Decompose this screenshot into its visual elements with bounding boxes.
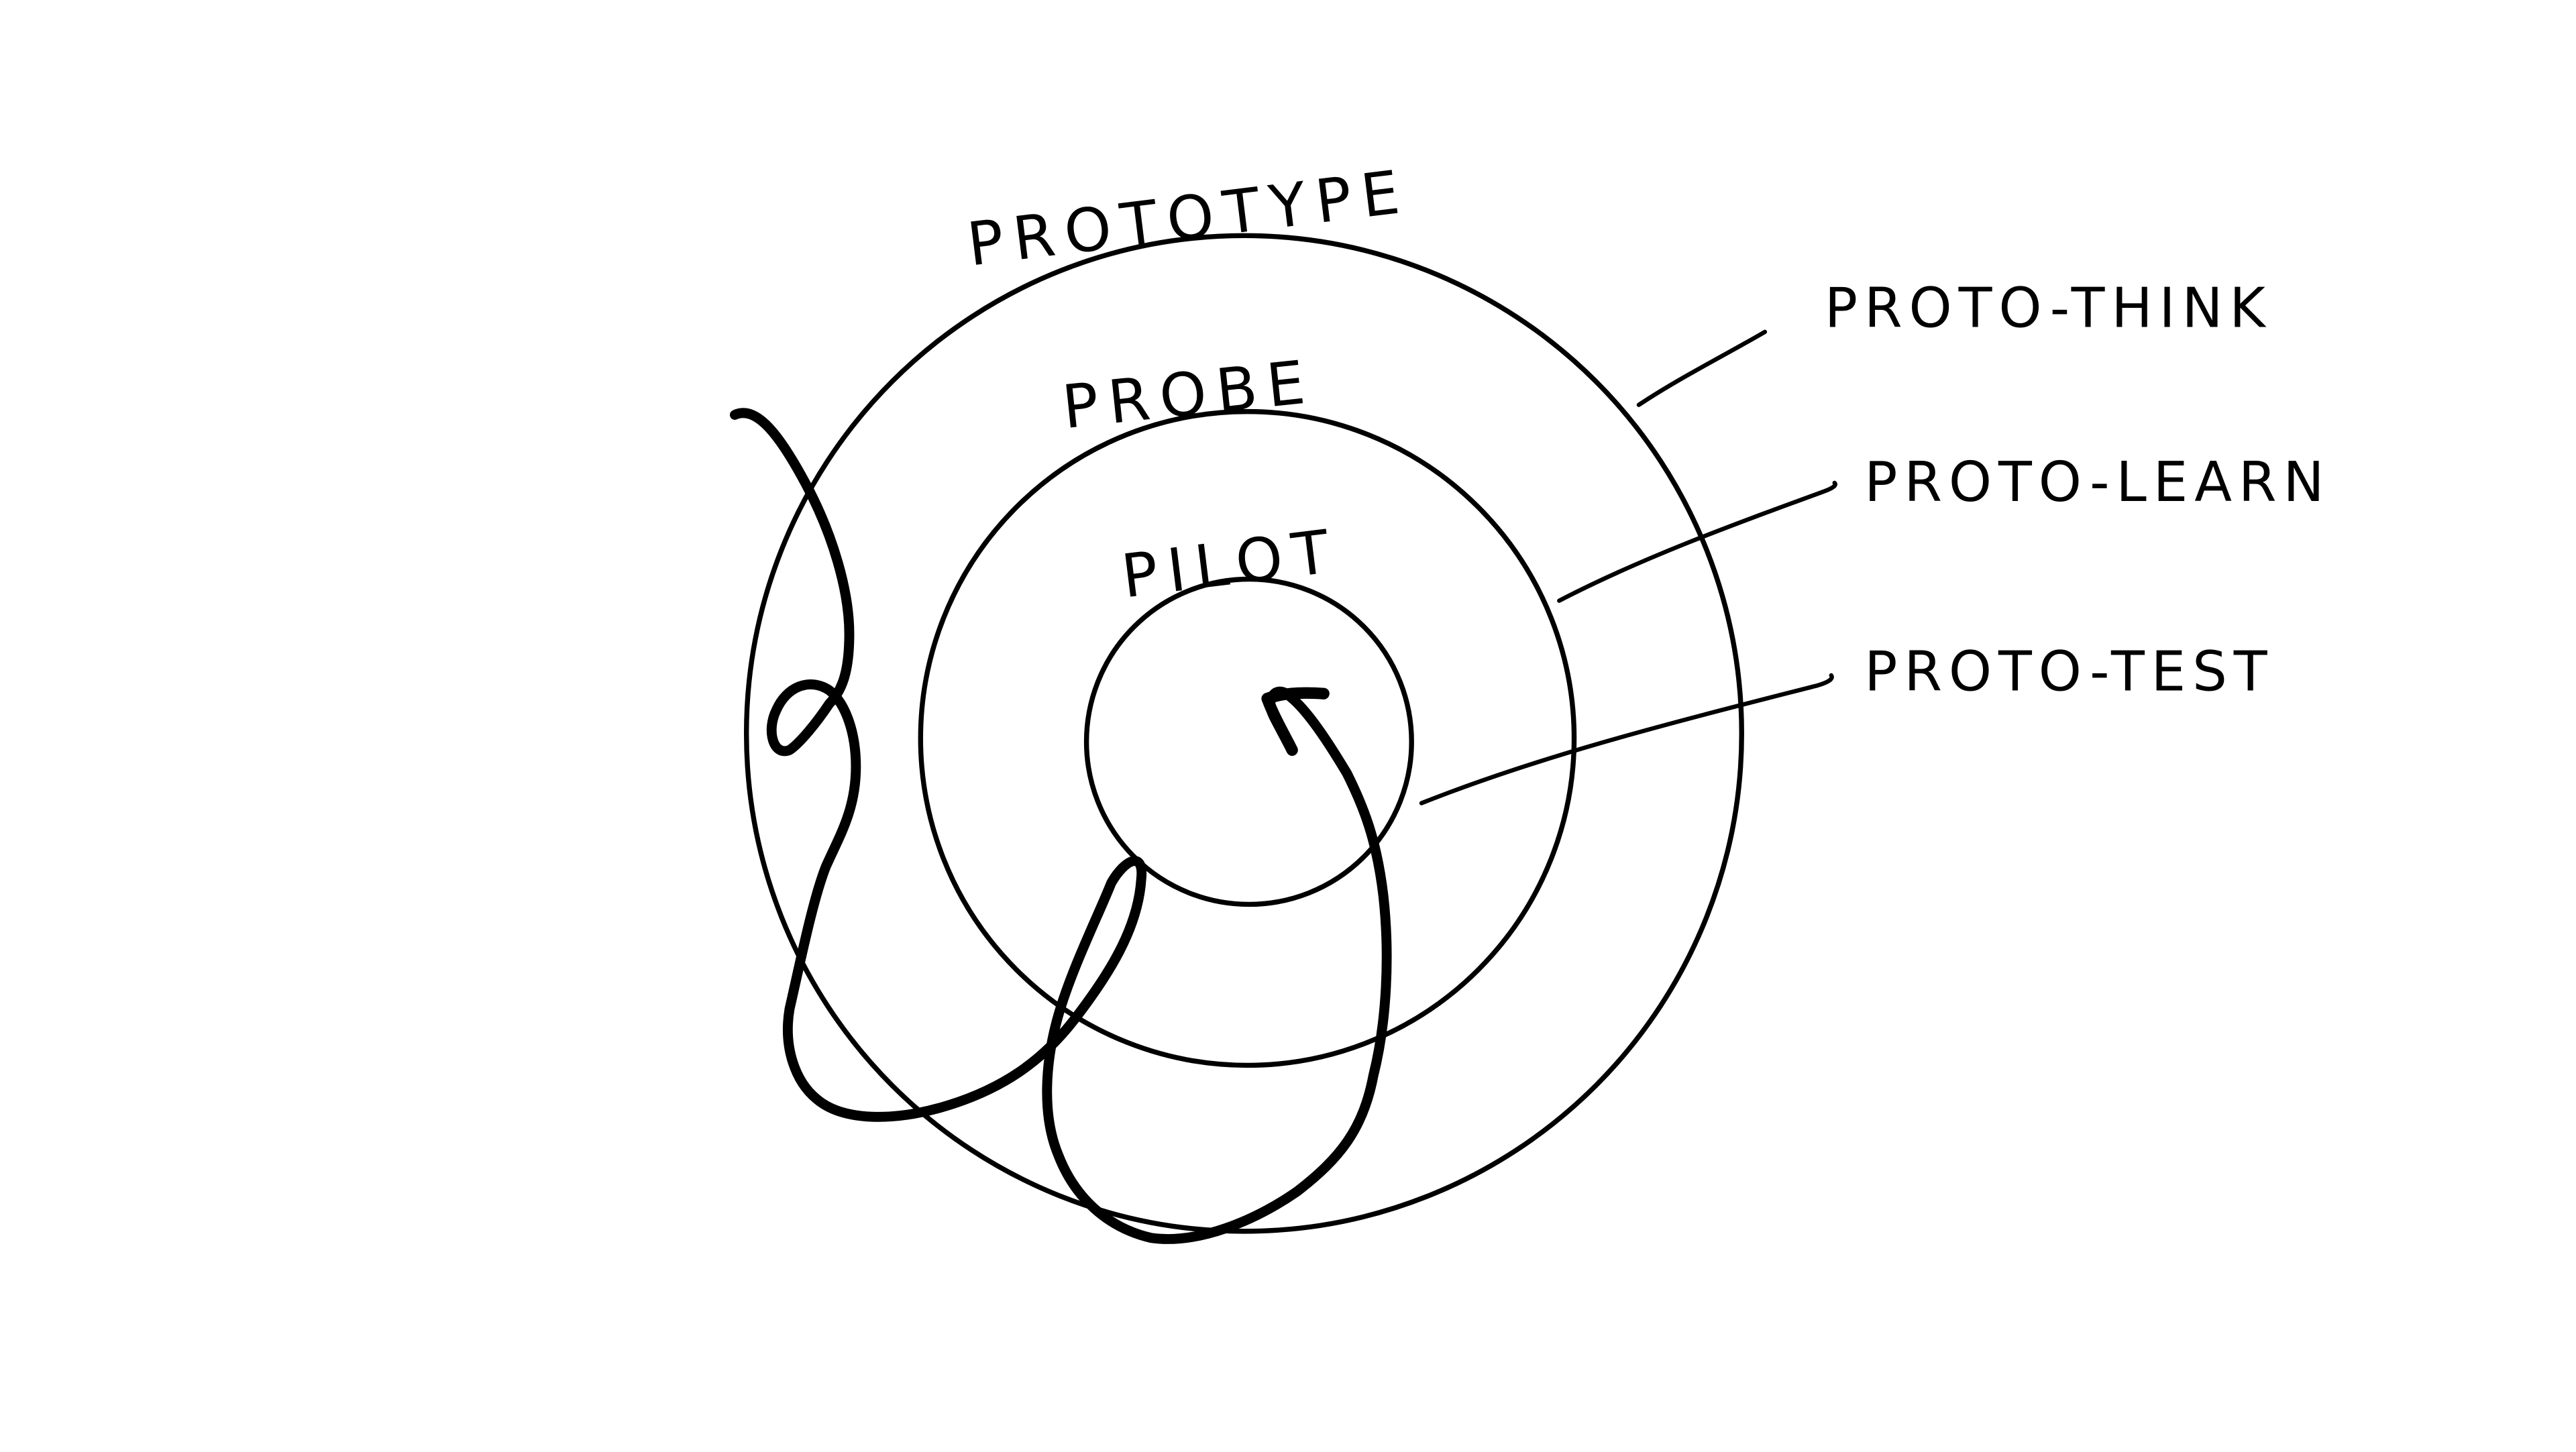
annotation-proto-test: PROTO-TEST [1864, 640, 2273, 704]
leader-line-test [1419, 673, 1834, 805]
scribble-path [729, 408, 1392, 1244]
ring-pilot [1083, 576, 1414, 907]
looping-arrow-icon [729, 408, 1392, 1244]
label-pilot: PILOT [1118, 516, 1342, 612]
leader-line-learn [1557, 480, 1837, 603]
label-probe: PROBE [1059, 346, 1318, 442]
label-prototype: PROTOTYPE [963, 156, 1413, 280]
arrowhead [1261, 687, 1330, 705]
ring-prototype [743, 233, 1744, 1234]
arrowhead-side [1261, 692, 1298, 757]
ring-probe [918, 408, 1577, 1068]
leader-line-think [1636, 329, 1768, 407]
annotation-proto-think: PROTO-THINK [1825, 276, 2272, 340]
annotation-proto-learn: PROTO-LEARN [1864, 451, 2330, 514]
